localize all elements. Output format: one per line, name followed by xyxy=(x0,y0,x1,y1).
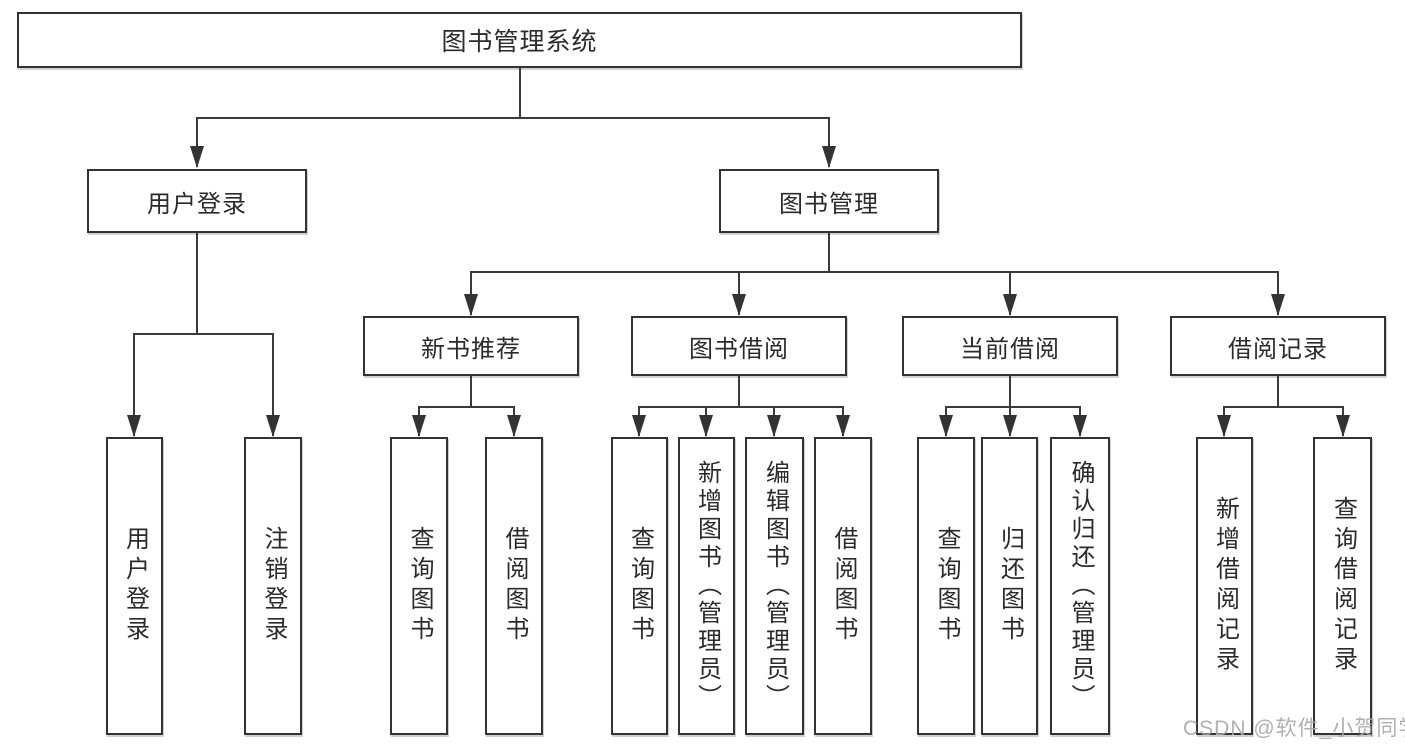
arrow-down-icon xyxy=(822,146,836,168)
node-label: 图书管理 xyxy=(779,190,879,218)
leaf-label: 查询借阅记录 xyxy=(1329,496,1357,676)
leaf-return-books: 归还图书 xyxy=(981,437,1038,735)
leaf-label: 借阅图书 xyxy=(501,526,528,646)
connector-line xyxy=(196,233,198,334)
node-library-system: 图书管理系统 xyxy=(17,12,1022,68)
leaf-borrow-books-recommend: 借阅图书 xyxy=(485,437,543,735)
leaf-query-books-borrow: 查询图书 xyxy=(611,437,668,735)
node-label: 借阅记录 xyxy=(1228,335,1328,363)
node-label: 新书推荐 xyxy=(421,335,521,363)
connector-line xyxy=(738,376,740,407)
arrow-down-icon xyxy=(1271,294,1285,316)
node-current-borrowing: 当前借阅 xyxy=(902,316,1118,376)
arrow-down-icon xyxy=(190,146,204,168)
arrow-down-icon xyxy=(1003,294,1017,316)
leaf-label: 查询图书 xyxy=(406,526,433,646)
connector-line xyxy=(272,333,274,436)
node-label: 当前借阅 xyxy=(960,335,1060,363)
arrow-down-icon xyxy=(507,415,521,437)
node-label: 用户登录 xyxy=(147,190,247,218)
arrow-down-icon xyxy=(266,415,280,437)
watermark: CSDN @软件_小贺同学 xyxy=(1183,717,1405,740)
leaf-confirm-return-admin: 确认归还（管理员） xyxy=(1050,437,1110,735)
connector-line xyxy=(1223,406,1344,408)
node-borrowing-records: 借阅记录 xyxy=(1170,316,1386,376)
leaf-label: 注销登录 xyxy=(260,526,287,646)
arrow-down-icon xyxy=(732,294,746,316)
arrow-down-icon xyxy=(836,415,850,437)
connector-line xyxy=(638,406,844,408)
leaf-user-login: 用户登录 xyxy=(106,437,163,735)
connector-line xyxy=(738,271,740,315)
connector-line xyxy=(519,68,521,118)
leaf-label: 新增图书（管理员） xyxy=(693,460,721,712)
connector-line xyxy=(196,117,830,119)
leaf-logout: 注销登录 xyxy=(244,437,302,735)
arrow-down-icon xyxy=(1073,415,1087,437)
leaf-query-books-recommend: 查询图书 xyxy=(390,437,448,735)
connector-line xyxy=(133,333,135,436)
connector-line xyxy=(945,406,1081,408)
arrow-down-icon xyxy=(127,415,141,437)
leaf-query-books-current: 查询图书 xyxy=(917,437,975,735)
arrow-down-icon xyxy=(1336,415,1350,437)
node-new-book-recommendation: 新书推荐 xyxy=(363,316,579,376)
connector-line xyxy=(196,117,198,167)
connector-line xyxy=(418,406,515,408)
node-book-management: 图书管理 xyxy=(719,169,939,233)
connector-line xyxy=(1277,376,1279,407)
leaf-label: 编辑图书（管理员） xyxy=(761,460,789,712)
leaf-label: 查询图书 xyxy=(626,526,654,646)
node-label: 图书借阅 xyxy=(689,335,789,363)
leaf-label: 归还图书 xyxy=(996,526,1024,646)
connector-line xyxy=(470,271,1279,273)
connector-line xyxy=(470,271,472,315)
leaf-edit-books-admin: 编辑图书（管理员） xyxy=(745,437,804,735)
leaf-query-borrow-record: 查询借阅记录 xyxy=(1313,437,1372,735)
arrow-down-icon xyxy=(1217,415,1231,437)
connector-line xyxy=(133,333,274,335)
node-label: 图书管理系统 xyxy=(441,28,598,56)
connector-line xyxy=(828,117,830,167)
arrow-down-icon xyxy=(699,415,713,437)
leaf-borrow-books: 借阅图书 xyxy=(814,437,872,735)
connector-line xyxy=(1009,376,1011,407)
connector-line xyxy=(1009,271,1011,315)
leaf-label: 查询图书 xyxy=(933,526,960,646)
arrow-down-icon xyxy=(939,415,953,437)
connector-line xyxy=(470,376,472,407)
arrow-down-icon xyxy=(632,415,646,437)
leaf-label: 确认归还（管理员） xyxy=(1067,460,1094,712)
node-book-borrowing: 图书借阅 xyxy=(631,316,847,376)
connector-line xyxy=(828,233,830,272)
leaf-label: 借阅图书 xyxy=(830,526,857,646)
leaf-label: 新增借阅记录 xyxy=(1211,496,1239,676)
leaf-label: 用户登录 xyxy=(121,526,149,646)
arrow-down-icon xyxy=(464,294,478,316)
node-user-login: 用户登录 xyxy=(87,169,307,233)
connector-line xyxy=(1277,271,1279,315)
arrow-down-icon xyxy=(767,415,781,437)
leaf-add-books-admin: 新增图书（管理员） xyxy=(678,437,735,735)
arrow-down-icon xyxy=(1003,415,1017,437)
leaf-add-borrow-record: 新增借阅记录 xyxy=(1196,437,1253,735)
arrow-down-icon xyxy=(412,415,426,437)
